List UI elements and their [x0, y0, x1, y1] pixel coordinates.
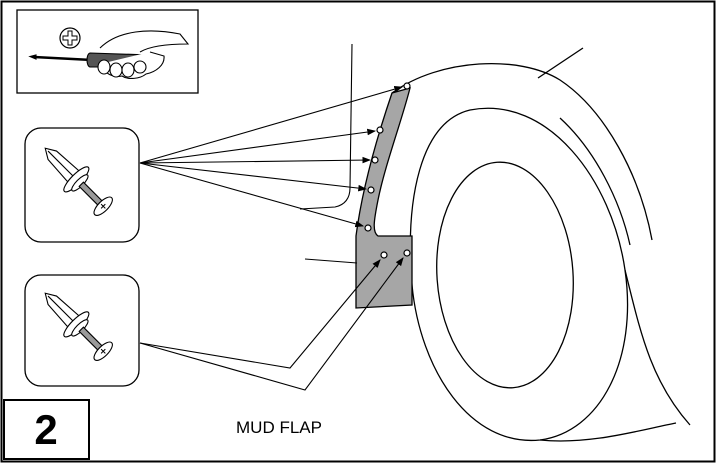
clip-box-upper — [24, 127, 140, 243]
body-leader-line — [299, 43, 353, 210]
arrow-to-hole — [139, 85, 404, 164]
arrow-to-hole — [139, 128, 377, 164]
mounting-hole — [380, 251, 388, 259]
mounting-holes — [364, 82, 411, 259]
fender-arch — [391, 62, 653, 241]
tool-box-frame — [16, 9, 199, 94]
flap-leader-line — [304, 258, 358, 264]
step-number: 2 — [34, 406, 57, 453]
phillips-screwdriver-icon — [28, 30, 190, 79]
arrow-to-hole — [139, 162, 368, 192]
tire-bottom-contour — [539, 422, 677, 442]
leader-lines — [299, 43, 358, 264]
tool-box — [16, 9, 199, 94]
phillips-head-symbol-icon — [59, 27, 81, 49]
mounting-hole — [367, 186, 375, 194]
mounting-hole — [403, 82, 411, 90]
arrow-to-hole — [139, 156, 372, 164]
mounting-hole — [371, 156, 379, 164]
part-label: MUD FLAP — [236, 418, 322, 437]
clip-pointer-arrows — [139, 85, 404, 391]
arrow-to-hole — [139, 162, 365, 228]
push-pin-clip-icon — [44, 292, 113, 361]
mounting-hole — [403, 249, 411, 257]
mud-flap — [355, 87, 413, 309]
tire-ground-contour — [624, 269, 691, 426]
wheel-rim — [436, 161, 574, 389]
arrow-to-hole — [139, 257, 404, 391]
fender-inner-contour — [559, 117, 631, 246]
push-pin-clip-icon — [44, 147, 113, 216]
step-number-box: 2 — [3, 399, 90, 460]
wheel-and-fender — [391, 47, 691, 442]
fender-body-line — [537, 47, 584, 79]
arrow-to-hole — [139, 259, 381, 369]
mounting-hole — [364, 224, 372, 232]
clip-box-lower — [24, 274, 140, 387]
step-number-frame — [3, 399, 90, 460]
mounting-hole — [376, 126, 384, 134]
